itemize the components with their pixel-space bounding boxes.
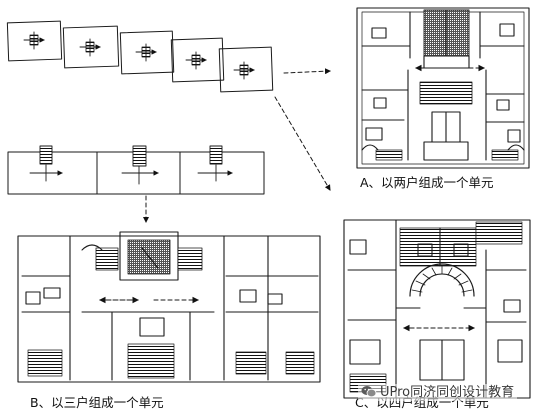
caption-plan-b: B、以三户组成一个单元 [30, 395, 164, 410]
wechat-icon [361, 386, 377, 398]
row-units-diagram [7, 145, 265, 223]
plan-b-three-households [17, 231, 321, 383]
caption-plan-a: A、以两户组成一个单元 [360, 175, 494, 190]
plan-c-four-households [343, 219, 531, 399]
plan-a-two-households [356, 7, 530, 169]
stepped-units-diagram [6, 20, 274, 93]
watermark: UPro同济同创设计教育 [358, 384, 518, 402]
watermark-text: UPro同济同创设计教育 [380, 385, 515, 400]
